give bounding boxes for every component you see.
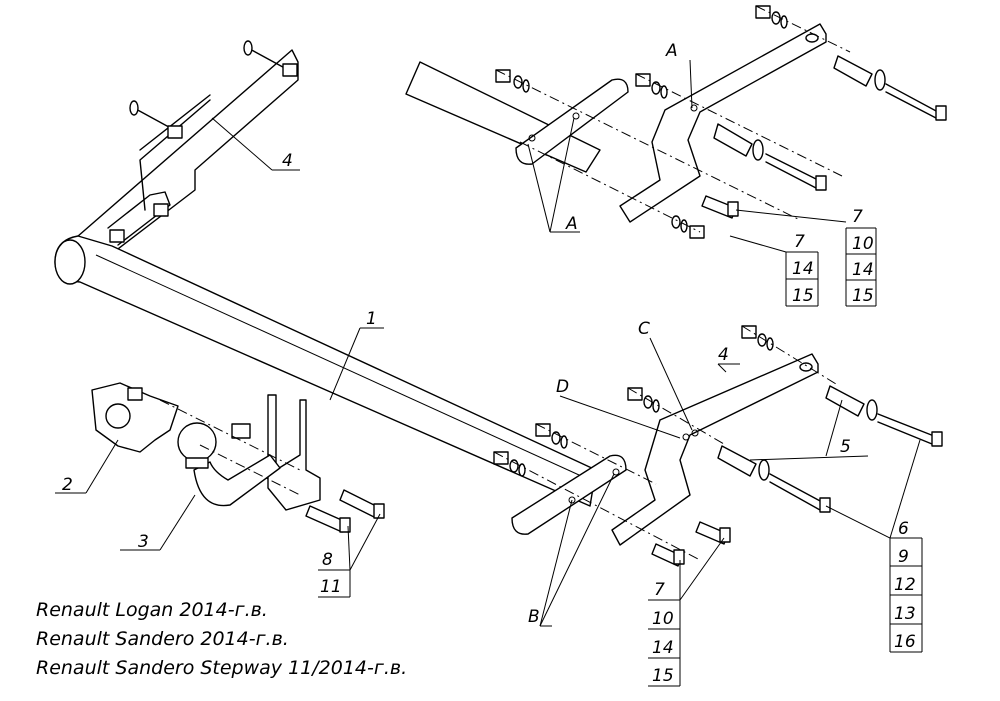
stack-top-right-item: 15 (852, 286, 874, 306)
label-tow-ball: 3 (138, 532, 149, 552)
stack-top-right: 7 10 14 15 (845, 207, 877, 307)
socket-plate (91, 382, 179, 453)
marker-a-mid: A (565, 214, 578, 234)
vehicle-list: Renault Logan 2014-г.в. Renault Sandero … (36, 599, 407, 679)
top-right-bracket (619, 23, 827, 223)
stack-lower-mid-item: 14 (652, 638, 674, 658)
point-markers: A A B C D (528, 41, 678, 627)
fastener-nuts (493, 5, 788, 477)
stack-top-mid-item: 15 (792, 286, 814, 306)
marker-d: D (556, 377, 569, 397)
vehicle-sandero-stepway: Renault Sandero Stepway 11/2014-г.в. (36, 657, 407, 679)
stack-lower-right-item: 9 (898, 547, 909, 567)
label-bracket-right: 4 (718, 345, 729, 365)
stack-lower-right-item: 13 (894, 604, 916, 624)
label-socket-plate: 2 (62, 475, 73, 495)
stack-top-right-item: 10 (852, 234, 874, 254)
lower-right-bracket (611, 353, 819, 546)
fastener-bolts (305, 55, 947, 567)
stack-lower-mid-item: 10 (652, 609, 674, 629)
label-bracket-left: 4 (282, 151, 293, 171)
stack-ball-mount: 8 11 (318, 550, 351, 598)
stack-lower-mid-item: 7 (654, 580, 665, 600)
stack-top-right-item: 14 (852, 260, 874, 280)
stack-lower-right-item: 6 (898, 519, 909, 539)
lower-mid-plate (511, 454, 627, 535)
marker-c: C (638, 319, 650, 339)
top-mid-plate (515, 78, 629, 165)
stack-lower-mid-item: 15 (652, 666, 674, 686)
stack-lower-right-item: 12 (894, 575, 916, 595)
stack-lower-right-item: 16 (894, 632, 916, 652)
vehicle-logan: Renault Logan 2014-г.в. (36, 599, 268, 621)
label-bolt: 5 (840, 437, 851, 457)
stack-lower-right: 6 9 12 13 16 (889, 519, 923, 653)
vehicle-sandero: Renault Sandero 2014-г.в. (36, 628, 289, 650)
part-labels: 4 1 2 3 4 5 (62, 151, 851, 552)
stack-ball-mount-item: 8 (322, 550, 333, 570)
label-tow-bar: 1 (366, 309, 377, 329)
marker-b: B (528, 607, 540, 627)
tow-ball-mount (177, 394, 321, 511)
stack-top-mid-item: 7 (794, 232, 805, 252)
stack-top-mid: 7 14 15 (785, 232, 819, 307)
stack-top-mid-item: 14 (792, 259, 814, 279)
stack-lower-mid: 7 10 14 15 (648, 580, 681, 687)
leader-lines (55, 59, 921, 627)
assembly-centerlines (159, 5, 851, 561)
left-studs (109, 40, 298, 243)
stack-top-right-item: 7 (852, 207, 863, 227)
stack-ball-mount-item: 11 (320, 577, 342, 597)
marker-a-top: A (665, 41, 678, 61)
